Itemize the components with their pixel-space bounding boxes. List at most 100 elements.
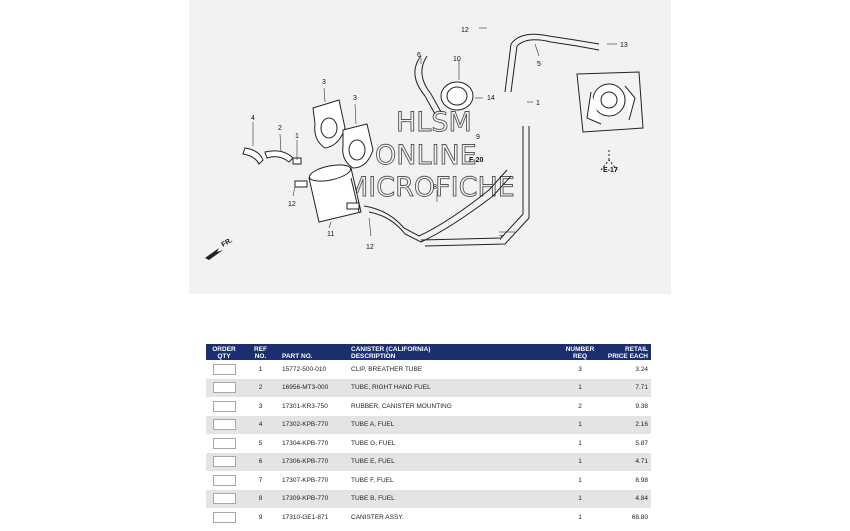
req-cell: 3 xyxy=(578,365,582,373)
ref-no-cell: 3 xyxy=(258,402,263,410)
description-cell: TUBE A, FUEL xyxy=(348,415,556,434)
part-no-cell: 16956-MT3-000 xyxy=(279,378,348,397)
exploded-view-drawing: HLSM ONLINE MICROFICHE xyxy=(205,27,644,260)
table-row: 6 17306-KPB-770 TUBE E, FUEL 1 4.71 xyxy=(206,452,651,471)
small-tubes-drawing xyxy=(242,147,302,165)
req-cell: 1 xyxy=(578,476,582,484)
quantity-input[interactable] xyxy=(212,382,236,394)
leader-lines xyxy=(252,27,617,237)
callout-7: 7 xyxy=(499,235,503,242)
qty-cell xyxy=(206,397,242,416)
part-no-cell: 17301-KR3-750 xyxy=(282,402,328,410)
callout-1-right: 1 xyxy=(536,100,540,107)
callout-12-left: 12 xyxy=(288,201,296,208)
qty-cell xyxy=(206,508,242,527)
quantity-input[interactable] xyxy=(212,419,236,431)
callout-12-bottom: 12 xyxy=(366,244,374,251)
qty-cell xyxy=(206,415,242,434)
header-description: CANISTER (CALIFORNIA)DESCRIPTION xyxy=(348,344,556,360)
part-no-cell: 17304-KPB-770 xyxy=(282,439,329,447)
table-row: 1 15772-500-010 CLIP, BREATHER TUBE 3 3.… xyxy=(206,360,651,379)
quantity-input[interactable] xyxy=(212,437,236,449)
table-row: 2 16956-MT3-000 TUBE, RIGHT HAND FUEL 1 … xyxy=(206,378,651,397)
watermark-line-3: MICROFICHE xyxy=(345,172,515,203)
part-no-cell: 17306-KPB-770 xyxy=(279,452,348,471)
callout-13: 13 xyxy=(620,42,628,49)
price-cell: 7.71 xyxy=(604,378,651,397)
description-cell: TUBE B, FUEL xyxy=(348,489,556,508)
req-cell: 1 xyxy=(556,452,604,471)
qty-cell xyxy=(206,434,242,453)
front-direction-label: FR. xyxy=(221,237,234,249)
qty-cell xyxy=(206,452,242,471)
callout-10: 9 xyxy=(476,134,480,141)
table-row: 5 17304-KPB-770 TUBE G, FUEL 1 5.87 xyxy=(206,434,651,453)
price-cell: 5.87 xyxy=(635,439,648,447)
req-cell: 1 xyxy=(556,489,604,508)
price-cell: 68.80 xyxy=(631,513,648,521)
price-cell: 2.16 xyxy=(604,415,651,434)
ref-no-cell: 2 xyxy=(242,378,279,397)
callout-1-left: 1 xyxy=(295,133,299,140)
callout-12-top: 12 xyxy=(461,27,469,34)
ref-no-cell: 4 xyxy=(242,415,279,434)
price-cell: 8.98 xyxy=(635,476,648,484)
req-cell: 2 xyxy=(578,402,582,410)
description-cell: CLIP, BREATHER TUBE xyxy=(351,365,423,373)
part-no-cell: 17310-GE1-871 xyxy=(282,513,329,521)
table-row: 4 17302-KPB-770 TUBE A, FUEL 1 2.16 xyxy=(206,415,651,434)
part-no-cell: 17309-KPB-770 xyxy=(279,489,348,508)
front-arrow-icon: FR. xyxy=(205,237,234,260)
callout-11: 10 xyxy=(453,56,461,63)
quantity-input[interactable] xyxy=(212,456,236,468)
ref-no-cell: 9 xyxy=(258,513,263,521)
price-cell: 3.24 xyxy=(635,365,648,373)
callout-6: 6 xyxy=(417,52,421,59)
table-row: 7 17307-KPB-770 TUBE F, FUEL 1 8.98 xyxy=(206,471,651,490)
ref-no-cell: 5 xyxy=(258,439,263,447)
watermark-line-2: ONLINE xyxy=(375,140,477,171)
description-cell: RUBBER, CANISTER MOUNTING xyxy=(351,402,452,410)
table-row: 8 17309-KPB-770 TUBE B, FUEL 1 4.84 xyxy=(206,489,651,508)
qty-cell xyxy=(206,489,242,508)
description-cell: TUBE, RIGHT HAND FUEL xyxy=(348,378,556,397)
callout-4: 4 xyxy=(251,115,255,122)
description-cell: TUBE F, FUEL xyxy=(351,476,394,484)
description-cell: TUBE E, FUEL xyxy=(348,452,556,471)
callout-5: 5 xyxy=(537,61,541,68)
ref-no-cell: 7 xyxy=(258,476,263,484)
callout-2: 2 xyxy=(278,125,282,132)
description-cell: TUBE G, FUEL xyxy=(351,439,396,447)
quantity-input[interactable] xyxy=(212,400,236,412)
table-row: 3 17301-KR3-750 RUBBER, CANISTER MOUNTIN… xyxy=(206,397,651,416)
canister-drawing xyxy=(294,164,362,223)
callout-3-lower: 3 xyxy=(353,95,357,102)
callout-3-upper: 3 xyxy=(322,79,326,86)
req-cell: 1 xyxy=(578,513,582,521)
ref-no-cell: 6 xyxy=(242,452,279,471)
req-cell: 1 xyxy=(556,378,604,397)
qty-cell xyxy=(206,378,242,397)
ref-no-cell: 8 xyxy=(242,489,279,508)
part-no-cell: 17307-KPB-770 xyxy=(282,476,329,484)
qty-cell xyxy=(206,360,242,379)
quantity-input[interactable] xyxy=(212,493,236,505)
price-cell: 4.84 xyxy=(604,489,651,508)
description-cell: CANISTER ASSY. xyxy=(351,513,404,521)
quantity-input[interactable] xyxy=(212,363,236,375)
req-cell: 1 xyxy=(578,439,582,447)
quantity-input[interactable] xyxy=(212,511,236,523)
throttle-body-drawing xyxy=(440,71,644,171)
req-cell: 1 xyxy=(556,415,604,434)
callout-9: 11 xyxy=(327,231,334,238)
quantity-input[interactable] xyxy=(212,474,236,486)
qty-cell xyxy=(206,471,242,490)
header-part-no: PART NO. xyxy=(279,344,348,360)
price-cell: 9.38 xyxy=(635,402,648,410)
